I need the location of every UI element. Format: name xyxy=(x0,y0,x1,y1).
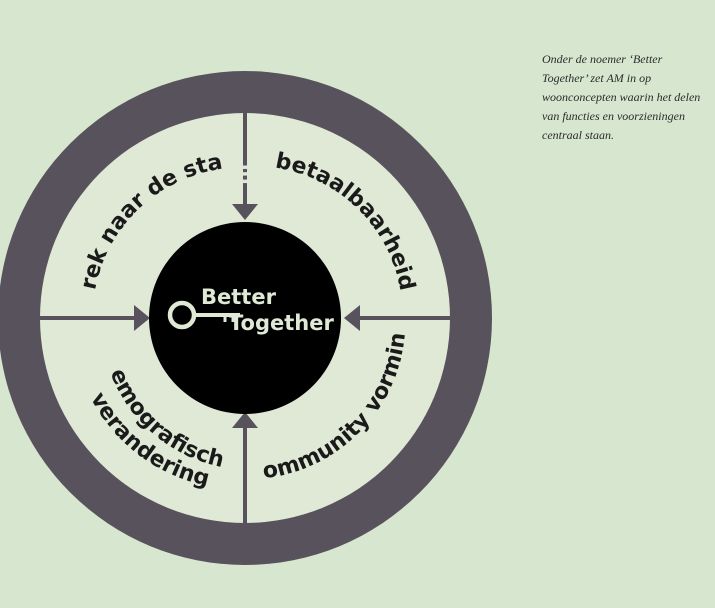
center-title-line1: Better xyxy=(201,285,277,309)
center-circle xyxy=(149,222,341,414)
arrow-top-icon xyxy=(232,204,258,220)
key-icon xyxy=(167,300,240,330)
arrow-left-icon xyxy=(134,305,150,331)
arrow-right-icon xyxy=(344,305,360,331)
arrow-bottom-icon xyxy=(232,412,258,428)
caption-text: Onder de noemer ‘Better Together’ zet AM… xyxy=(542,52,701,142)
center-title-line2: Together xyxy=(229,311,334,335)
